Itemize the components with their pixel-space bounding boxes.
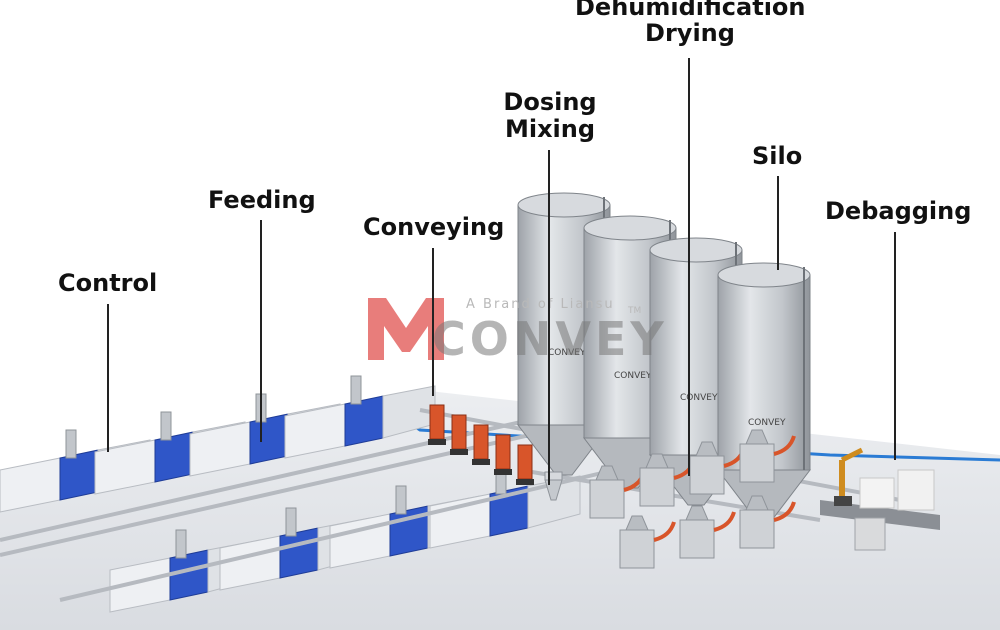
leader-debagging — [894, 232, 896, 460]
dryer-unit — [679, 505, 736, 559]
watermark-wordmark: CONVEY — [432, 312, 668, 366]
label-feeding: Feeding — [208, 186, 316, 214]
dryer-unit — [739, 495, 796, 549]
conveying-pump — [450, 414, 468, 455]
label-conveying: Conveying — [363, 213, 505, 241]
leader-dosing-mixing — [548, 150, 550, 485]
conveying-pump — [472, 424, 490, 465]
dryer-unit — [739, 429, 796, 483]
leader-control — [107, 304, 109, 452]
conveying-pump — [494, 434, 512, 475]
label-control: Control — [58, 269, 158, 297]
silo-logo: CONVEY — [748, 418, 786, 428]
leader-drying — [688, 58, 690, 476]
label-silo: Silo — [752, 142, 803, 170]
label-debagging: Debagging — [825, 197, 972, 225]
injection-machine-rows — [0, 375, 581, 613]
conveying-pump-units — [428, 404, 534, 485]
silo-logo: CONVEY — [680, 393, 718, 403]
dryer-unit — [639, 453, 696, 507]
watermark-tagline: A Brand of Liansu — [466, 297, 615, 312]
leader-silo — [777, 176, 779, 270]
conveying-pump — [516, 444, 534, 485]
silo-logo: CONVEY — [614, 371, 652, 381]
brand-logo-mark — [368, 298, 444, 360]
label-drying: Drying — [645, 19, 735, 47]
label-dosing: Dosing — [503, 88, 597, 116]
conveying-pump — [428, 404, 446, 445]
watermark-trademark: TM — [628, 306, 642, 316]
leader-feeding — [260, 220, 262, 442]
label-dehumidification: Dehumidification — [575, 0, 806, 21]
dryer-unit — [619, 515, 676, 569]
dosing-mixing-hopper — [544, 471, 563, 501]
dryer-unit — [589, 465, 646, 519]
label-mixing: Mixing — [504, 115, 596, 143]
silo-logo: CONVEY — [548, 348, 586, 358]
debagging-station — [820, 447, 940, 551]
leader-conveying — [432, 248, 434, 396]
dehumidification-dryer-units — [589, 429, 796, 569]
